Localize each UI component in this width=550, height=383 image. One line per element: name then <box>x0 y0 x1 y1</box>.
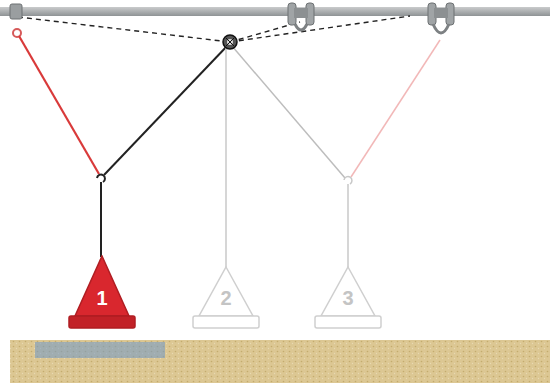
rail <box>0 7 550 16</box>
black-rope <box>104 44 229 175</box>
pulley <box>223 35 237 49</box>
weight: 3 <box>314 266 382 329</box>
callout-number: 1 <box>68 288 136 308</box>
hanging-rope-3 <box>347 187 349 268</box>
left-clamp <box>10 4 22 37</box>
hook <box>97 175 105 186</box>
middle-clamp <box>288 3 314 30</box>
faded-hook <box>344 177 352 187</box>
red-rope <box>19 36 99 174</box>
right-clamp <box>428 3 454 33</box>
faded-red-rope <box>351 40 440 177</box>
callout-number: 2 <box>192 288 260 308</box>
weight: 2 <box>192 266 260 329</box>
callout-number: 3 <box>314 288 382 308</box>
hanging-rope-1 <box>100 186 102 257</box>
weight: 1 <box>68 255 136 329</box>
ground <box>10 340 550 383</box>
water-patch <box>35 342 165 358</box>
dashed-lines <box>18 16 410 42</box>
hanging-rope-2 <box>225 48 227 268</box>
faded-rope <box>232 46 345 178</box>
